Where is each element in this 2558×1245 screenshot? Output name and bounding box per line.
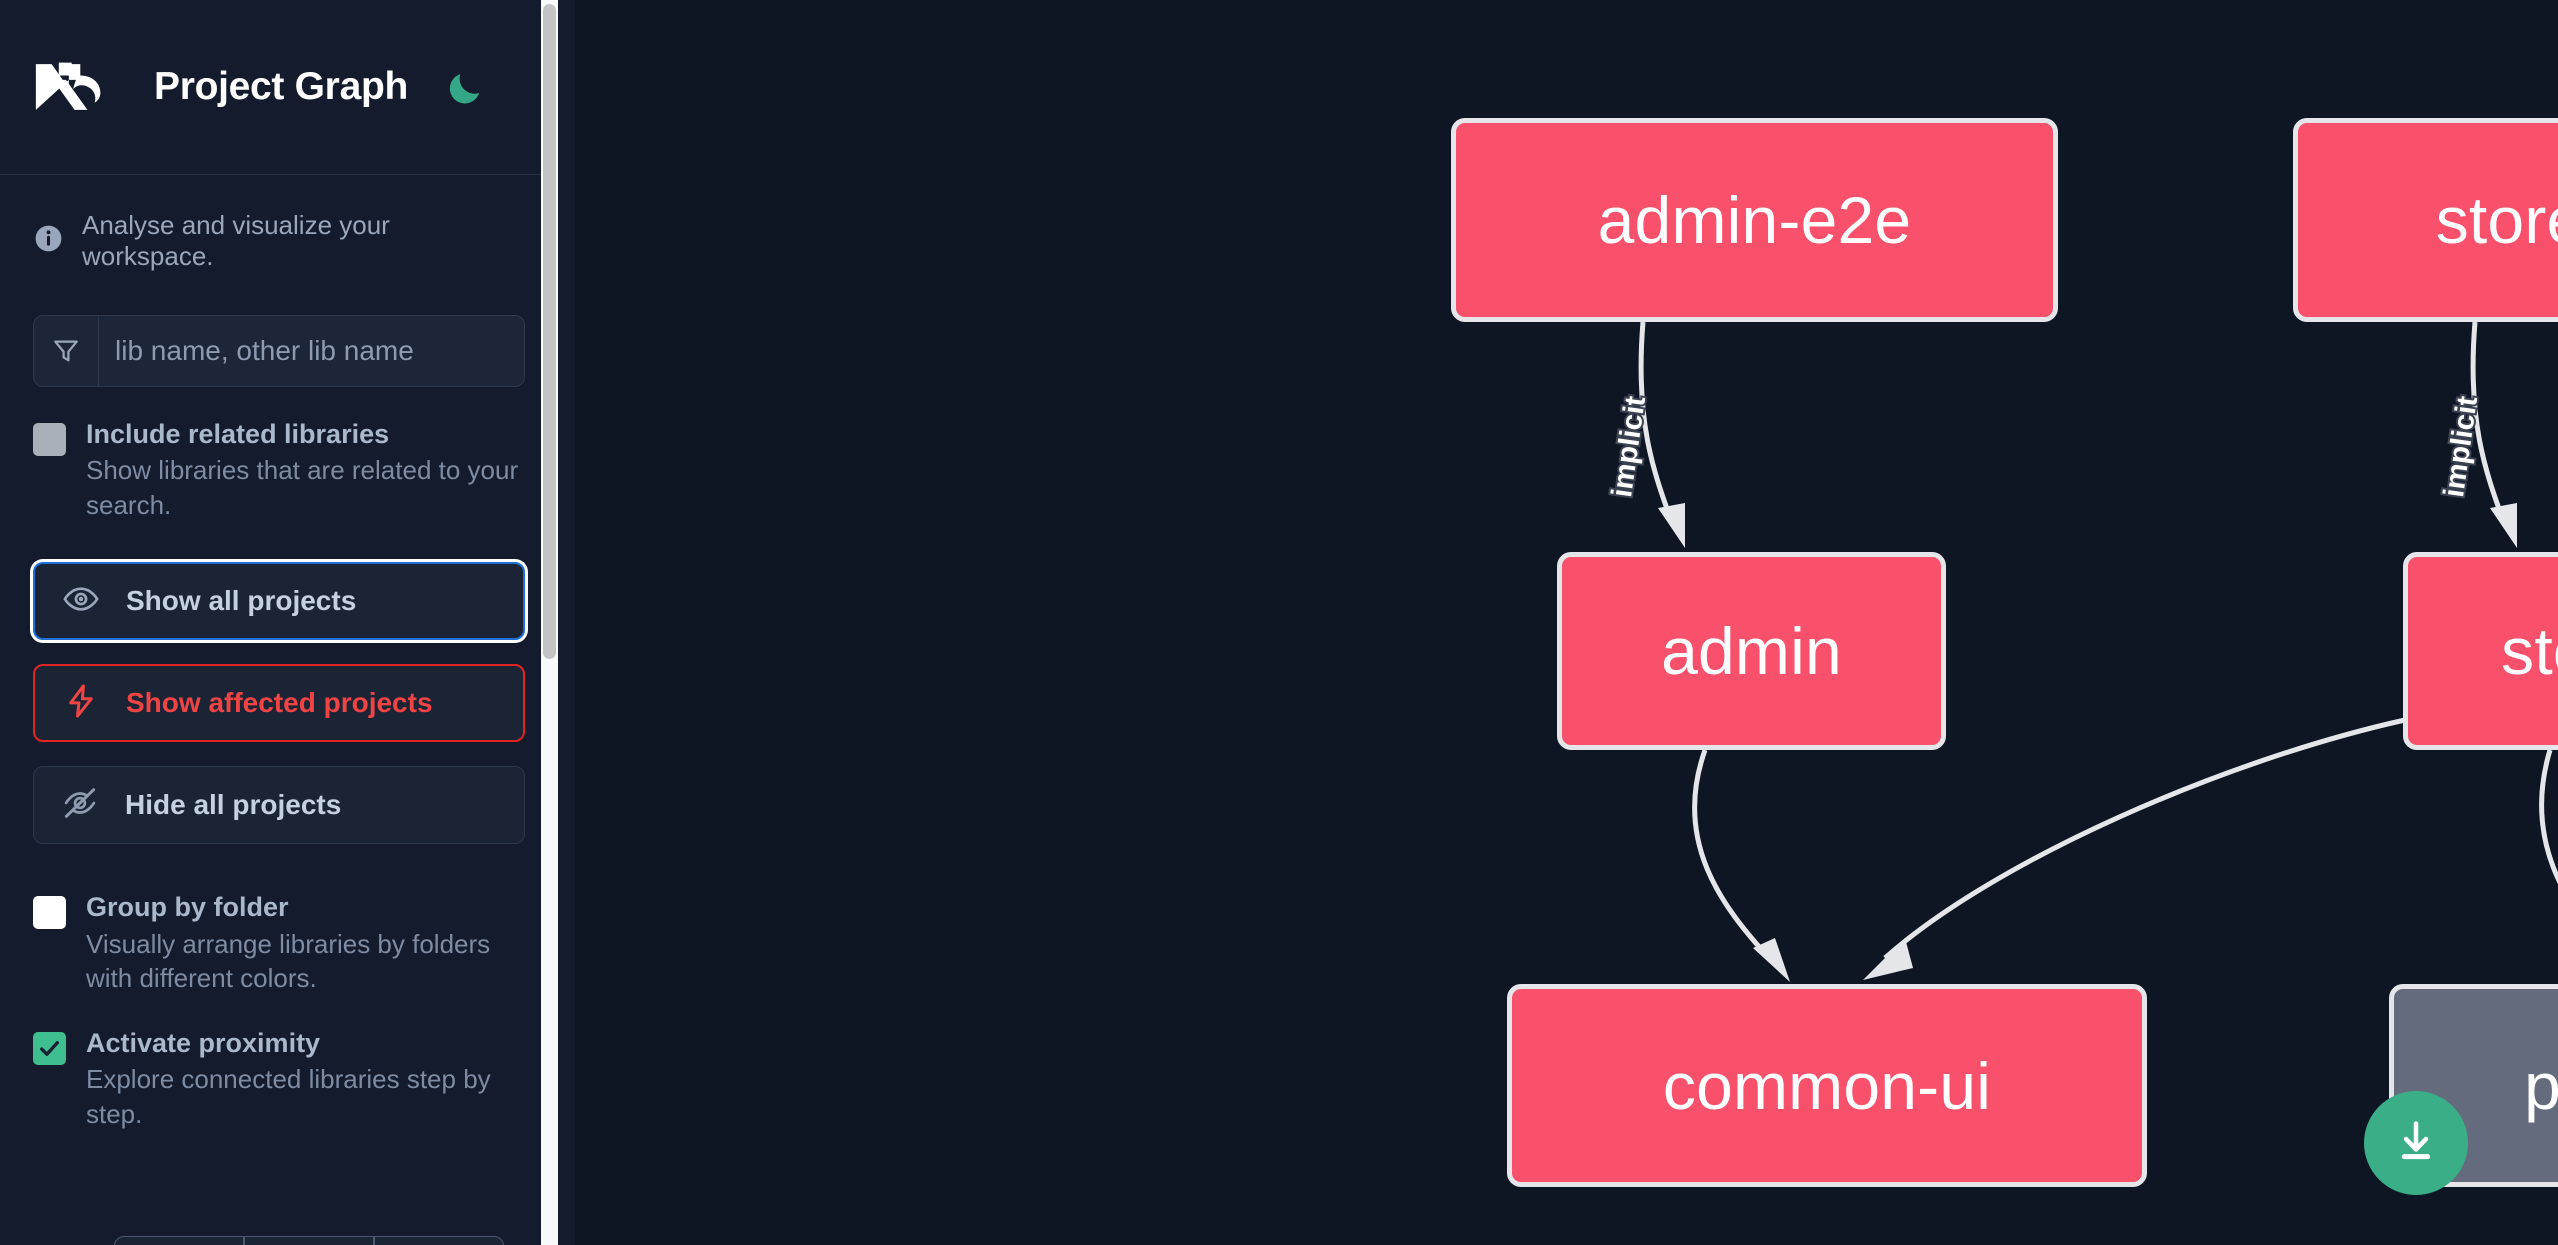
download-image-button[interactable] [2364,1091,2468,1195]
sidebar-content: Project Graph Analyse and visualize your… [0,0,558,1245]
nx-logo-icon [33,58,119,116]
node-label: store-e2e [2435,183,2558,257]
checkbox-label: Include related libraries [86,419,390,449]
search-input[interactable] [99,316,524,386]
node-label: store [2501,614,2558,688]
proximity-step-value-button[interactable] [244,1236,374,1245]
moon-icon[interactable] [445,67,485,107]
checkbox-description: Visually arrange libraries by folders wi… [86,928,491,994]
show-all-projects-label: Show all projects [126,585,357,617]
info-banner: Analyse and visualize your workspace. [0,175,558,272]
edge-admin-e2e-to-admin: implicit [1604,321,1685,548]
proximity-step-decrease-button[interactable] [114,1236,244,1245]
edge-store-to-products [2539,749,2558,885]
eye-icon [62,580,100,623]
show-affected-projects-label: Show affected projects [126,687,433,719]
hide-all-projects-label: Hide all projects [125,789,342,821]
eye-off-icon [61,784,99,827]
page-title: Project Graph [154,65,408,108]
group-by-folder-texts: Group by folder Visually arrange librari… [86,892,525,995]
proximity-step-increase-button[interactable] [374,1236,504,1245]
checkbox-description: Explore connected libraries step by step… [86,1064,491,1129]
graph-node-admin[interactable]: admin [1557,552,1946,750]
download-icon [2390,1115,2442,1172]
node-label: admin-e2e [1597,183,1912,257]
edge-store-e2e-to-store: implicit [2436,321,2517,548]
show-all-projects-button[interactable]: Show all projects [33,562,525,641]
graph-node-common-ui[interactable]: common-ui [1507,984,2147,1187]
sidebar-header: Project Graph [0,0,558,175]
filter-search-box[interactable] [33,315,525,387]
checkbox-label: Activate proximity [86,1027,321,1058]
checkbox-activate-proximity[interactable]: Activate proximity Explore connected lib… [0,996,558,1131]
graph-node-products[interactable]: products [2389,984,2558,1187]
funnel-filter-icon [34,316,99,386]
checkbox-include-related-libraries[interactable]: Include related libraries Show libraries… [0,387,558,522]
group-by-folder-checkbox[interactable] [33,896,66,930]
edge-label-implicit: implicit [2438,394,2484,499]
checkbox-group-by-folder[interactable]: Group by folder Visually arrange librari… [0,844,558,995]
include-related-libraries-texts: Include related libraries Show libraries… [86,419,525,522]
sidebar-scrollbar-track[interactable] [541,0,558,1245]
checkbox-label: Group by folder [86,892,289,923]
project-graph-canvas[interactable]: implicit implicit [575,0,2558,1245]
edge-label-implicit: implicit [1606,394,1652,499]
hide-all-projects-button[interactable]: Hide all projects [33,766,525,845]
node-label: common-ui [1662,1048,1992,1123]
include-related-libraries-checkbox[interactable] [33,423,66,456]
activate-proximity-checkbox[interactable] [33,1031,66,1065]
proximity-stepper-segmented-control[interactable] [114,1236,504,1245]
graph-node-store[interactable]: store [2403,552,2558,750]
project-visibility-buttons: Show all projects Show affected projects [0,522,558,845]
sidebar: Project Graph Analyse and visualize your… [0,0,575,1245]
info-circle-icon [33,223,64,259]
edge-store-to-common-ui [1863,717,2406,980]
node-label: admin [1661,614,1842,688]
info-text: Analyse and visualize your workspace. [82,210,390,271]
sidebar-scrollbar-thumb[interactable] [543,4,556,659]
edge-admin-to-common-ui [1692,749,1790,982]
activate-proximity-texts: Activate proximity Explore connected lib… [86,1028,525,1131]
lightning-bolt-icon [62,682,100,725]
graph-node-admin-e2e[interactable]: admin-e2e [1451,118,2058,322]
graph-node-store-e2e[interactable]: store-e2e [2293,118,2558,322]
node-label: products [2524,1048,2558,1123]
checkbox-description: Show libraries that are related to your … [86,455,519,520]
show-affected-projects-button[interactable]: Show affected projects [33,664,525,743]
